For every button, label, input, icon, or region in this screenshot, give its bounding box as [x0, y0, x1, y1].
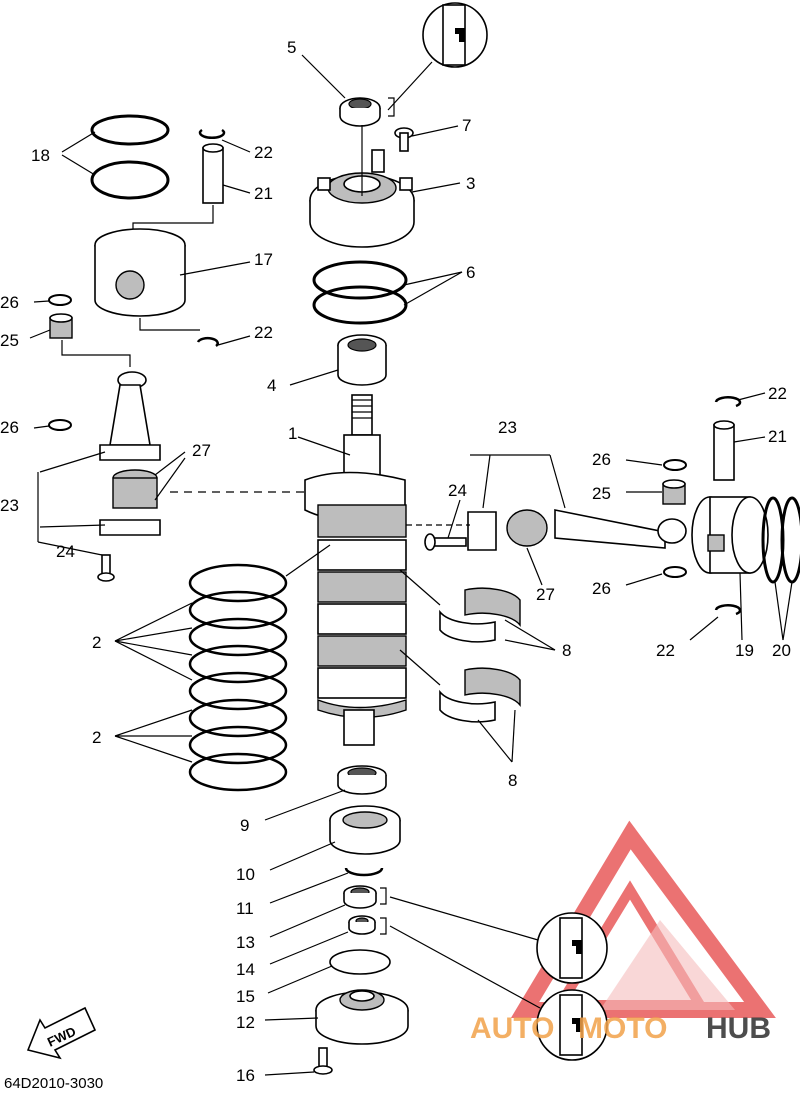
- bolt-part-16: [264, 1047, 333, 1076]
- seal-detail-magnifier-mid: [389, 896, 608, 984]
- callout-25-right: 25: [592, 484, 611, 503]
- circlip-part-22-top-right: [714, 392, 766, 408]
- watermark-brand-prefix: AUTO: [470, 1012, 554, 1045]
- callout-8-lower: 8: [508, 771, 517, 790]
- callout-4: 4: [267, 376, 276, 395]
- callout-22-bottom-right: 22: [656, 641, 675, 660]
- washer-part-26-upper-right: [625, 459, 687, 471]
- o-ring-part-6: [312, 260, 463, 325]
- callout-26-upper-right: 26: [592, 450, 611, 469]
- washer-part-26-upper-left: [33, 294, 72, 306]
- oil-seal-part-14: [269, 915, 387, 965]
- callout-22-top-left: 22: [254, 143, 273, 162]
- drawing-code: 64D2010-3030: [4, 1075, 103, 1091]
- watermark-brand-suffix: HUB: [706, 1012, 771, 1045]
- connecting-rod-part-23-right: [467, 454, 687, 586]
- ball-bearing-part-10: [269, 805, 401, 871]
- callout-26-upper-left: 26: [0, 293, 19, 312]
- crankshaft-part-1: [170, 394, 407, 746]
- seal-ring-stack-part-2: [114, 544, 331, 792]
- seal-detail-magnifier-top: [387, 2, 488, 117]
- callout-12: 12: [236, 1013, 255, 1032]
- piston-ring-set-part-20: [761, 496, 800, 641]
- callout-21-left: 21: [254, 184, 273, 203]
- callout-11: 11: [236, 899, 254, 918]
- fwd-direction-arrow: FWD: [26, 1006, 97, 1060]
- main-bearing-part-8-upper: [399, 569, 556, 651]
- callout-2-upper: 2: [92, 633, 101, 652]
- callout-26-lower-right: 26: [592, 579, 611, 598]
- bolt-part-24-right: [406, 499, 470, 551]
- callout-1: 1: [288, 424, 297, 443]
- bolt-part-24-left: [37, 541, 115, 582]
- callout-26-lower-left: 26: [0, 418, 19, 437]
- callout-21-right: 21: [768, 427, 787, 446]
- piston-pin-part-21-right: [713, 420, 766, 481]
- washer-part-26-lower-left: [33, 419, 72, 431]
- callout-24-left: 24: [56, 542, 75, 561]
- callout-2-lower: 2: [92, 728, 101, 747]
- callout-20: 20: [772, 641, 791, 660]
- piston-pin-part-21-left: [132, 143, 251, 233]
- washer-part-26-lower-right: [625, 566, 687, 586]
- callout-23-right: 23: [498, 418, 517, 437]
- roller-bearing-part-4: [289, 334, 387, 386]
- o-ring-part-15: [267, 949, 391, 994]
- callout-13: 13: [236, 933, 255, 952]
- watermark-text: AUTO MOTO HUB: [470, 1012, 771, 1045]
- callout-9: 9: [240, 816, 249, 835]
- connecting-rod-part-23-left: [37, 371, 161, 542]
- callout-5: 5: [287, 38, 296, 57]
- callout-19: 19: [735, 641, 754, 660]
- callout-14: 14: [236, 960, 255, 979]
- callout-8-upper: 8: [562, 641, 571, 660]
- callout-3: 3: [466, 174, 475, 193]
- piston-ring-set-part-18: [61, 114, 170, 200]
- snap-ring-part-11: [269, 867, 384, 904]
- callout-16: 16: [236, 1066, 255, 1085]
- callout-10: 10: [236, 865, 255, 884]
- watermark-brand-middle: MOTO: [578, 1012, 667, 1045]
- piston-part-19: [691, 496, 769, 641]
- callout-22-top-right: 22: [768, 384, 787, 403]
- bearing-housing-part-3: [309, 125, 461, 248]
- callout-17: 17: [254, 250, 273, 269]
- circlip-part-22-top-left: [198, 128, 251, 153]
- callout-25-left: 25: [0, 331, 19, 350]
- callout-24-right: 24: [448, 481, 467, 500]
- circlip-part-22-mid-left: [196, 335, 251, 348]
- callout-27-left: 27: [192, 441, 211, 460]
- oil-seal-part-5: [301, 54, 381, 127]
- callout-7: 7: [462, 116, 471, 135]
- callout-6: 6: [466, 263, 475, 282]
- callout-27-right: 27: [536, 585, 555, 604]
- oil-seal-part-13: [269, 885, 387, 938]
- bolt-part-7: [394, 125, 459, 152]
- callout-18: 18: [31, 146, 50, 165]
- main-bearing-part-8-lower: [399, 649, 521, 763]
- oil-seal-part-9: [264, 765, 387, 821]
- callout-22-mid-left: 22: [254, 323, 273, 342]
- callout-15: 15: [236, 987, 255, 1006]
- piston-part-17: [94, 228, 251, 331]
- circlip-part-22-bottom-right: [689, 604, 742, 641]
- bearing-part-25-left: [29, 313, 131, 367]
- bearing-part-25-right: [626, 479, 686, 505]
- lower-bearing-housing-part-12: [264, 989, 409, 1045]
- callout-23-left: 23: [0, 496, 19, 515]
- bearing-part-27-left: [112, 451, 186, 509]
- seal-detail-magnifier-bottom: [389, 925, 608, 1061]
